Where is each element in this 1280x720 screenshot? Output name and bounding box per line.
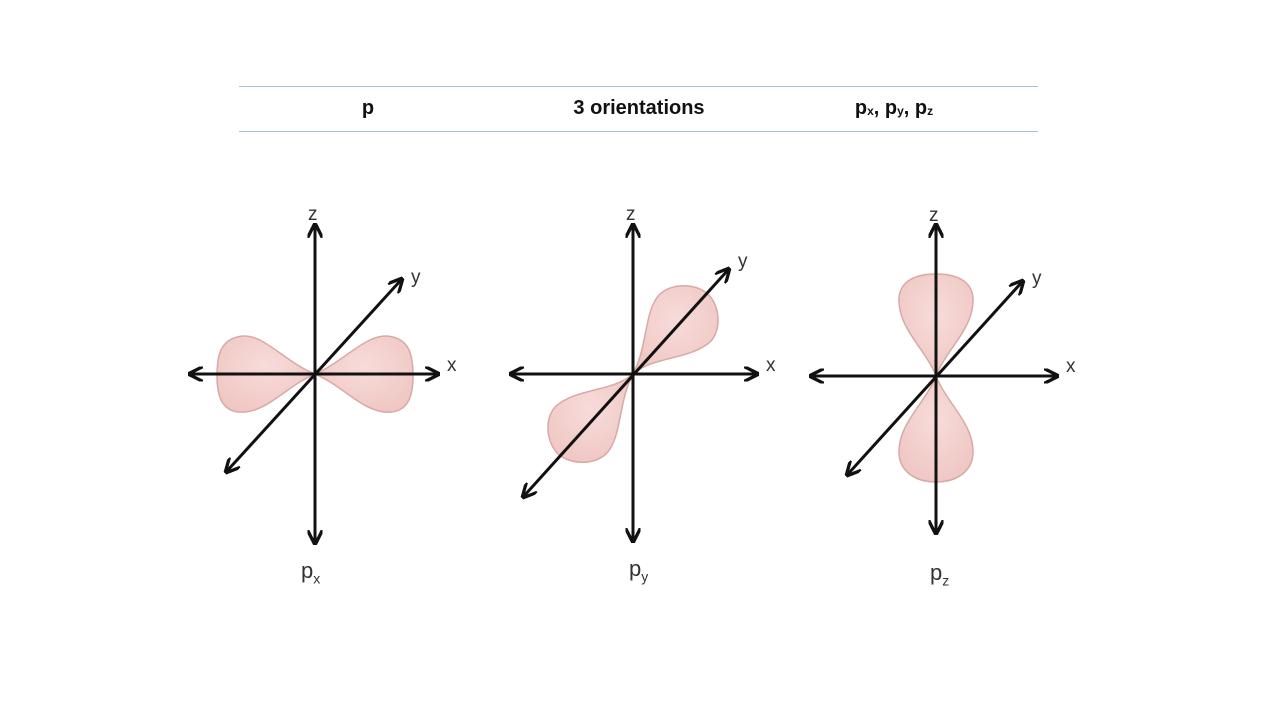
px-z-label: z <box>308 204 318 225</box>
pz-y-axis <box>848 282 1022 474</box>
orbital-name-py: py <box>884 97 904 119</box>
orbital-name-pz: pz <box>914 97 934 119</box>
table-top-rule <box>239 86 1038 87</box>
py-y-label: y <box>738 251 748 272</box>
py-axes <box>512 226 756 540</box>
py-z-label: z <box>626 204 636 225</box>
pz-orbital-drawing: z y x <box>786 205 1076 610</box>
px-orbital-diagram: z y x px <box>165 190 465 610</box>
pz-y-label: y <box>1032 268 1042 289</box>
pz-orbital-diagram: z y x pz <box>786 190 1086 610</box>
px-axes <box>191 226 437 542</box>
table-bottom-rule <box>239 131 1038 132</box>
orbital-table-row: p 3 orientations px, py, pz <box>239 86 1038 132</box>
px-y-axis <box>227 280 401 471</box>
px-orbital-drawing: z y x <box>165 204 457 610</box>
px-orbital-label: px <box>301 558 321 587</box>
px-x-label: x <box>447 355 457 376</box>
py-orbital-drawing: z y x <box>484 204 776 610</box>
py-x-label: x <box>766 355 776 376</box>
orbital-name-px: px <box>854 97 874 119</box>
pz-orbital-label: pz <box>930 560 950 589</box>
py-y-axis <box>524 270 728 496</box>
pz-z-label: z <box>929 205 939 226</box>
pz-axes <box>812 226 1056 532</box>
orbital-names-cell: px, py, pz <box>854 97 934 119</box>
py-orbital-label: py <box>629 556 649 585</box>
py-orbital-diagram: z y x py <box>484 190 784 610</box>
px-y-label: y <box>411 267 421 288</box>
orbital-type-cell: p <box>361 97 375 119</box>
pz-x-label: x <box>1066 356 1076 377</box>
orientations-cell: 3 orientations <box>573 97 705 119</box>
